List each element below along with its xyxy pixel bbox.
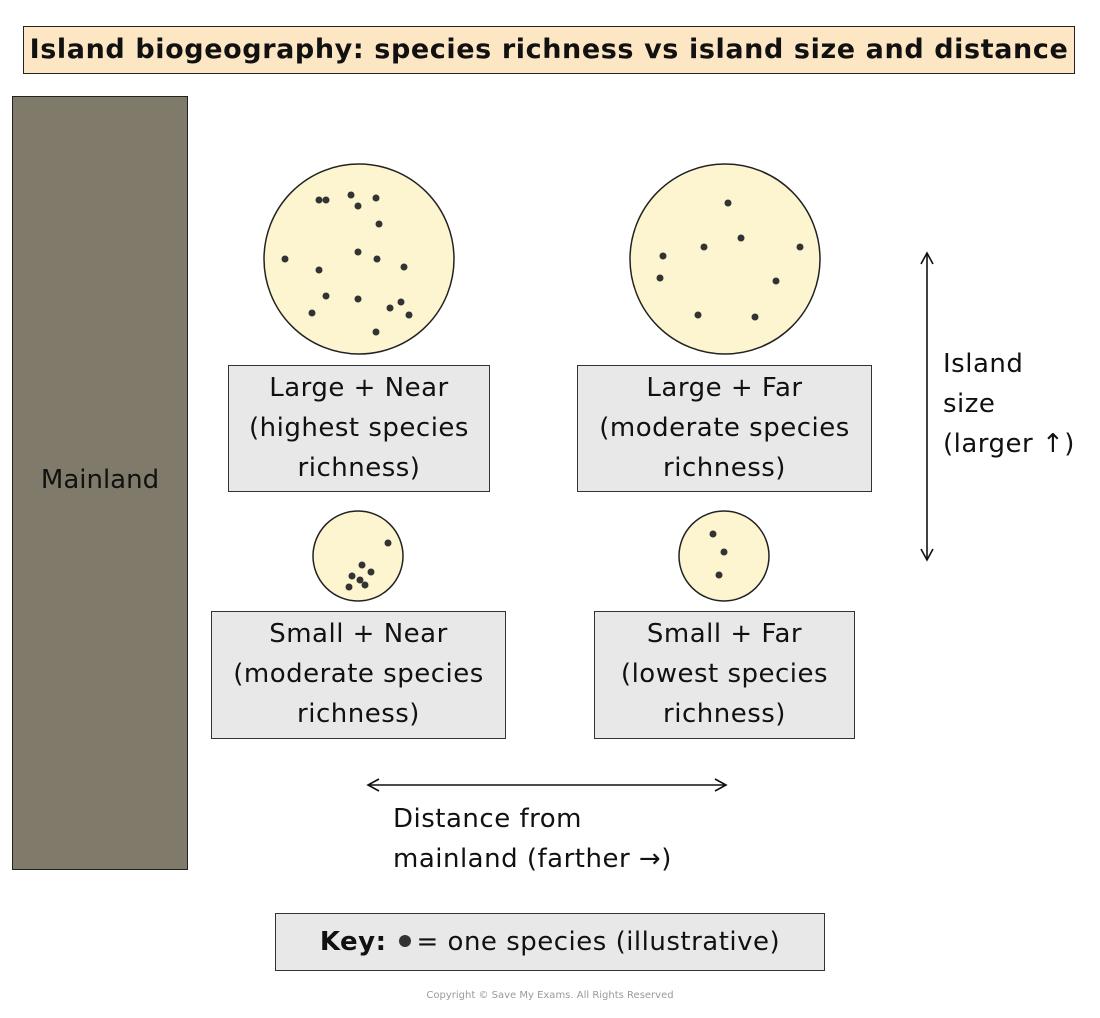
- species-dot: [405, 311, 413, 319]
- island-small-far: [678, 510, 770, 602]
- species-dots-small-near: [345, 539, 392, 591]
- label-large-near: Large + Near (highest species richness): [228, 365, 490, 492]
- species-dot: [372, 328, 380, 336]
- species-dot: [659, 252, 667, 260]
- species-dot: [720, 548, 728, 556]
- key-box: Key: = one species (illustrative): [275, 913, 825, 971]
- distance-axis-line2: mainland (farther →): [393, 844, 672, 874]
- size-axis-line3: (larger ↑): [943, 429, 1075, 459]
- label-small-far: Small + Far (lowest species richness): [594, 611, 855, 739]
- species-dot: [322, 196, 330, 204]
- label-large-near-line1: Large + Near: [269, 373, 449, 403]
- distance-axis-line1: Distance from: [393, 804, 582, 834]
- label-small-far-line3: richness): [663, 699, 786, 729]
- species-dot: [656, 274, 664, 282]
- species-dot: [715, 571, 723, 579]
- species-dot: [358, 561, 366, 569]
- size-axis-line1: Island: [943, 349, 1024, 379]
- label-large-near-line3: richness): [297, 453, 421, 483]
- species-dot: [724, 199, 732, 207]
- label-large-far: Large + Far (moderate species richness): [577, 365, 872, 492]
- label-large-far-line2: (moderate species: [599, 413, 850, 443]
- species-dot: [400, 263, 408, 271]
- distance-axis-label: Distance from mainland (farther →): [393, 799, 672, 879]
- species-dot: [737, 234, 745, 242]
- species-dot: [348, 572, 356, 580]
- species-dot: [281, 255, 289, 263]
- species-dot: [347, 191, 355, 199]
- label-small-near-line3: richness): [297, 699, 420, 729]
- species-dot: [397, 298, 405, 306]
- species-dots-small-far: [709, 530, 728, 579]
- species-dot: [373, 255, 381, 263]
- copyright-notice: Copyright © Save My Exams. All Rights Re…: [426, 990, 674, 1001]
- species-dot: [694, 311, 702, 319]
- species-dot: [354, 295, 362, 303]
- island-large-near: [263, 163, 455, 355]
- species-dot: [386, 304, 394, 312]
- key-label: Key:: [319, 927, 387, 957]
- species-dot: [367, 568, 375, 576]
- label-large-far-line1: Large + Far: [646, 373, 803, 403]
- species-dot-icon: [398, 934, 411, 947]
- island-large-near-shape: [263, 163, 455, 355]
- label-small-far-line1: Small + Far: [646, 619, 803, 649]
- species-dot: [384, 539, 392, 547]
- species-dot: [700, 243, 708, 251]
- label-small-near-line2: (moderate species: [233, 659, 484, 689]
- species-dot: [375, 220, 383, 228]
- species-dots-large-far: [656, 199, 804, 321]
- size-axis-line2: size: [943, 389, 996, 419]
- mainland-label: Mainland: [40, 465, 160, 495]
- diagram-title: Island biogeography: species richness vs…: [23, 26, 1075, 74]
- label-small-near-line1: Small + Near: [269, 619, 448, 649]
- island-large-far: [629, 163, 821, 355]
- species-dot: [354, 248, 362, 256]
- species-dot: [709, 530, 717, 538]
- species-dot: [322, 292, 330, 300]
- size-axis-label: Island size (larger ↑): [943, 344, 1075, 464]
- species-dot: [315, 196, 323, 204]
- label-small-far-line2: (lowest species: [620, 659, 829, 689]
- label-large-near-line2: (highest species: [249, 413, 469, 443]
- species-dot: [345, 583, 353, 591]
- mainland-block: Mainland: [12, 96, 188, 870]
- species-dot: [308, 309, 316, 317]
- label-large-far-line3: richness): [663, 453, 786, 483]
- island-small-near: [312, 510, 404, 602]
- species-dot: [354, 202, 362, 210]
- island-small-far-shape: [678, 510, 770, 602]
- species-dot: [361, 581, 369, 589]
- species-dots-large-near: [281, 191, 413, 336]
- key-text: = one species (illustrative): [416, 927, 781, 957]
- island-small-near-shape: [312, 510, 404, 602]
- species-dot: [751, 313, 759, 321]
- island-large-far-shape: [629, 163, 821, 355]
- species-dot: [315, 266, 323, 274]
- species-dot: [356, 576, 364, 584]
- species-dot: [372, 194, 380, 202]
- label-small-near: Small + Near (moderate species richness): [211, 611, 506, 739]
- species-dot: [772, 277, 780, 285]
- species-dot: [796, 243, 804, 251]
